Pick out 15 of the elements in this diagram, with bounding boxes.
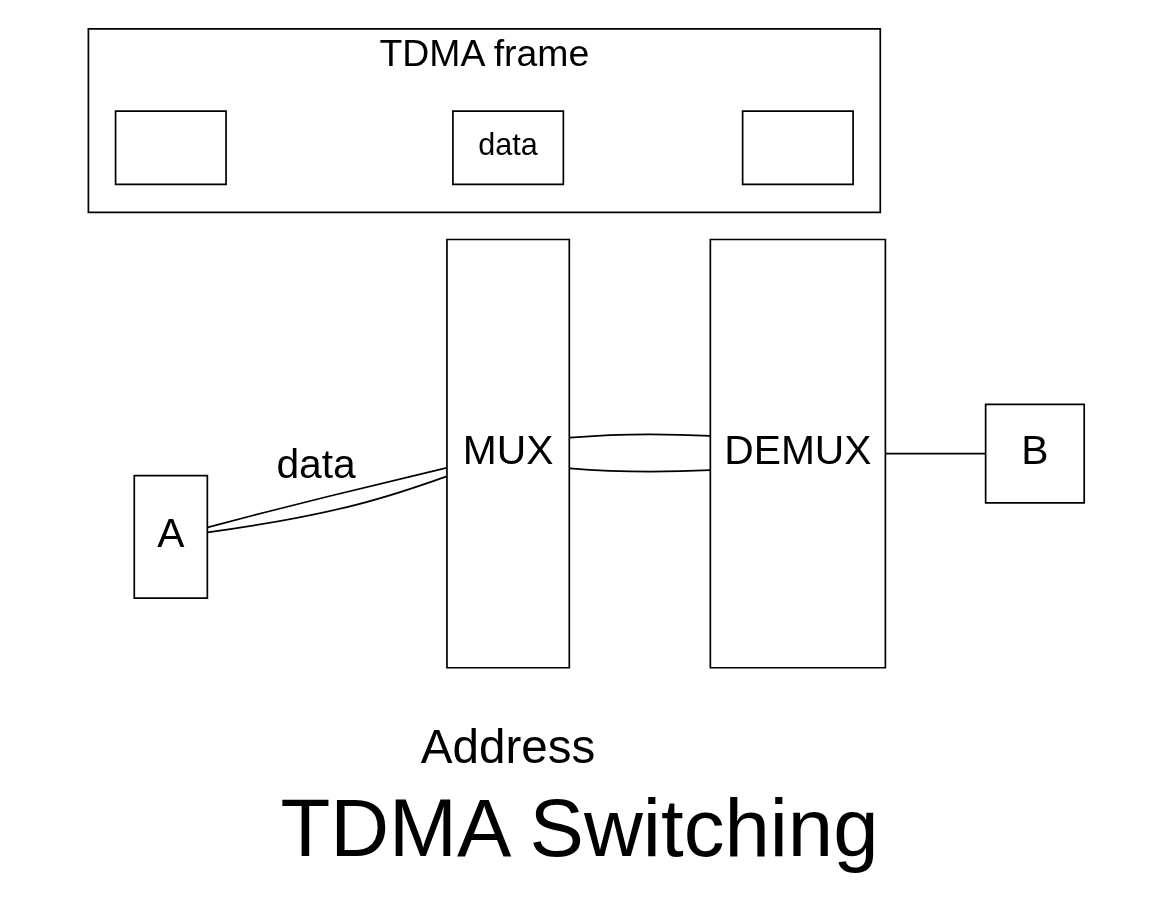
connector [885,452,987,455]
connector [206,466,448,529]
node-box: DEMUX [709,238,887,669]
node-box [741,110,854,186]
edge-label: data [276,440,356,487]
connector [569,467,711,473]
label: Address [420,719,596,773]
node-box: MUX [446,238,571,669]
node-box: data [452,110,565,186]
diagram-title: TDMA Switching [280,782,879,874]
node-box [114,110,227,186]
connector [206,475,448,534]
node-box: B [984,403,1086,504]
node-box: A [133,474,209,599]
connector [569,433,711,439]
